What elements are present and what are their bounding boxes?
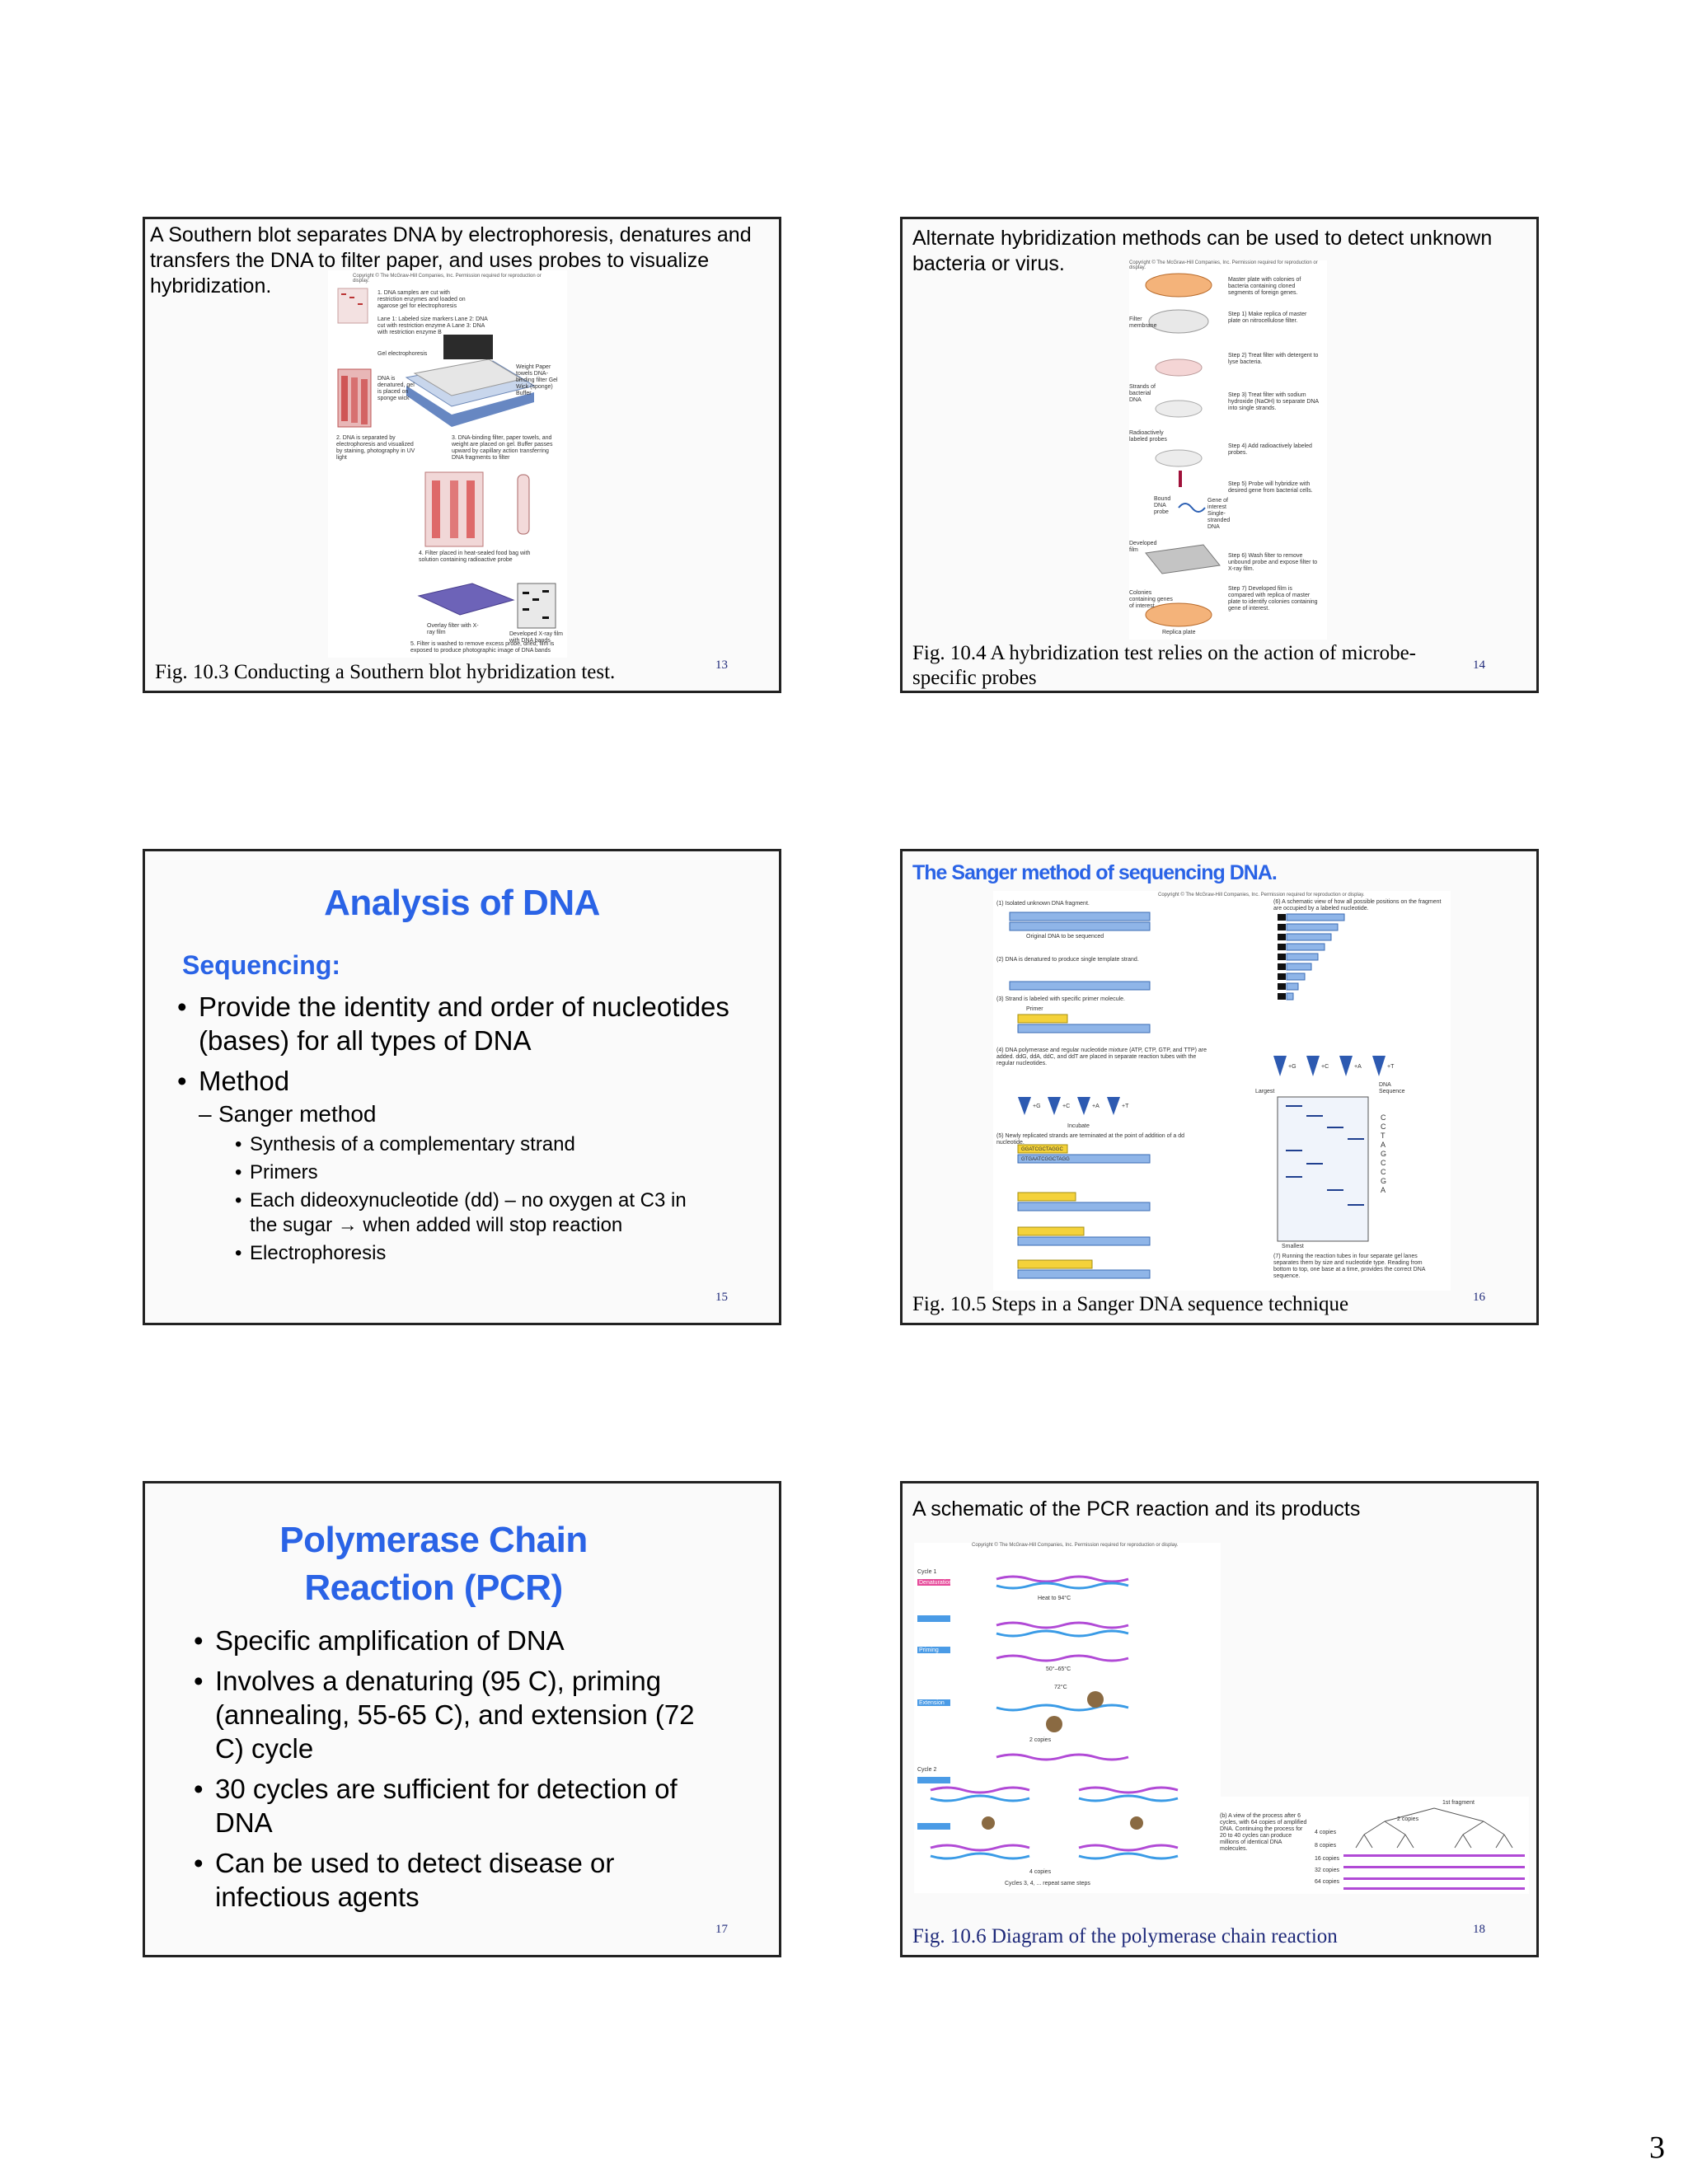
sub-sub-bullet: Each dideoxynucleotide (dd) – no oxygen … bbox=[233, 1188, 711, 1238]
sub-sub-bullet: Synthesis of a complementary strand bbox=[233, 1132, 734, 1157]
slide-15-bullets: Provide the identity and order of nucleo… bbox=[174, 990, 734, 1266]
slide-16: The Sanger method of sequencing DNA. Cop… bbox=[900, 849, 1539, 1325]
bullet: Provide the identity and order of nucleo… bbox=[174, 990, 734, 1057]
slide-18-number: 18 bbox=[1473, 1923, 1485, 1936]
slide-13-caption: Fig. 10.3 Conducting a Southern blot hyb… bbox=[155, 661, 616, 683]
sub-sub-bullet: Electrophoresis bbox=[233, 1241, 734, 1266]
slide-13-number: 13 bbox=[715, 658, 728, 672]
slide-15-title: Analysis of DNA bbox=[324, 883, 600, 923]
bullet: 30 cycles are sufficient for detection o… bbox=[190, 1772, 718, 1840]
slide-14-number: 14 bbox=[1473, 658, 1485, 672]
slide-18-caption: Fig. 10.6 Diagram of the polymerase chai… bbox=[912, 1925, 1338, 1947]
slide-13-text: A Southern blot separates DNA by electro… bbox=[150, 223, 752, 298]
southern-blot-illustration bbox=[337, 288, 556, 629]
slide-17: Polymerase Chain Reaction (PCR) Specific… bbox=[143, 1481, 781, 1957]
slide-14: Alternate hybridization methods can be u… bbox=[900, 217, 1539, 693]
slide-15-subtitle: Sequencing: bbox=[182, 950, 341, 980]
southern-blot-figure: Copyright © The McGraw-Hill Companies, I… bbox=[328, 270, 567, 658]
slide-15: Analysis of DNA Sequencing: Provide the … bbox=[143, 849, 781, 1325]
slide-14-caption: Fig. 10.4 A hybridization test relies on… bbox=[912, 642, 1416, 689]
pcr-figure: Copyright © The McGraw-Hill Companies, I… bbox=[914, 1543, 1221, 1893]
page-number: 3 bbox=[1649, 2130, 1665, 2165]
sub-bullet: Sanger method bbox=[199, 1099, 734, 1129]
slide-17-bullets: Specific amplification of DNA Involves a… bbox=[190, 1624, 718, 1920]
bullet: Method bbox=[174, 1064, 734, 1098]
bullet: Involves a denaturing (95 C), priming (a… bbox=[190, 1664, 718, 1765]
slide-14-text: Alternate hybridization methods can be u… bbox=[912, 227, 1493, 275]
slide-15-number: 15 bbox=[715, 1291, 728, 1304]
slide-18: A schematic of the PCR reaction and its … bbox=[900, 1481, 1539, 1957]
sanger-figure: Copyright © The McGraw-Hill Companies, I… bbox=[993, 891, 1451, 1291]
slide-16-title: The Sanger method of sequencing DNA. bbox=[912, 861, 1278, 884]
slide-17-number: 17 bbox=[715, 1923, 728, 1936]
slide-17-title: Polymerase Chain Reaction (PCR) bbox=[279, 1520, 588, 1608]
hybridization-figure: Copyright © The McGraw-Hill Companies, I… bbox=[1129, 260, 1327, 640]
sub-sub-bullet: Primers bbox=[233, 1160, 734, 1185]
slide-13: A Southern blot separates DNA by electro… bbox=[143, 217, 781, 693]
pcr-tree-illustration bbox=[1343, 1807, 1525, 1890]
bullet: Can be used to detect disease or infecti… bbox=[190, 1846, 718, 1914]
sanger-illustration bbox=[1009, 912, 1386, 1279]
pcr-tree-figure: 1st fragment 2 copies 4 copies 8 copies … bbox=[1220, 1797, 1529, 1894]
slide-16-number: 16 bbox=[1473, 1291, 1485, 1304]
pcr-illustration bbox=[917, 1575, 1179, 1860]
slide-18-text: A schematic of the PCR reaction and its … bbox=[912, 1497, 1361, 1521]
bullet: Specific amplification of DNA bbox=[190, 1624, 718, 1657]
slide-16-caption: Fig. 10.5 Steps in a Sanger DNA sequence… bbox=[912, 1293, 1349, 1315]
hybridization-illustration bbox=[1145, 273, 1221, 627]
